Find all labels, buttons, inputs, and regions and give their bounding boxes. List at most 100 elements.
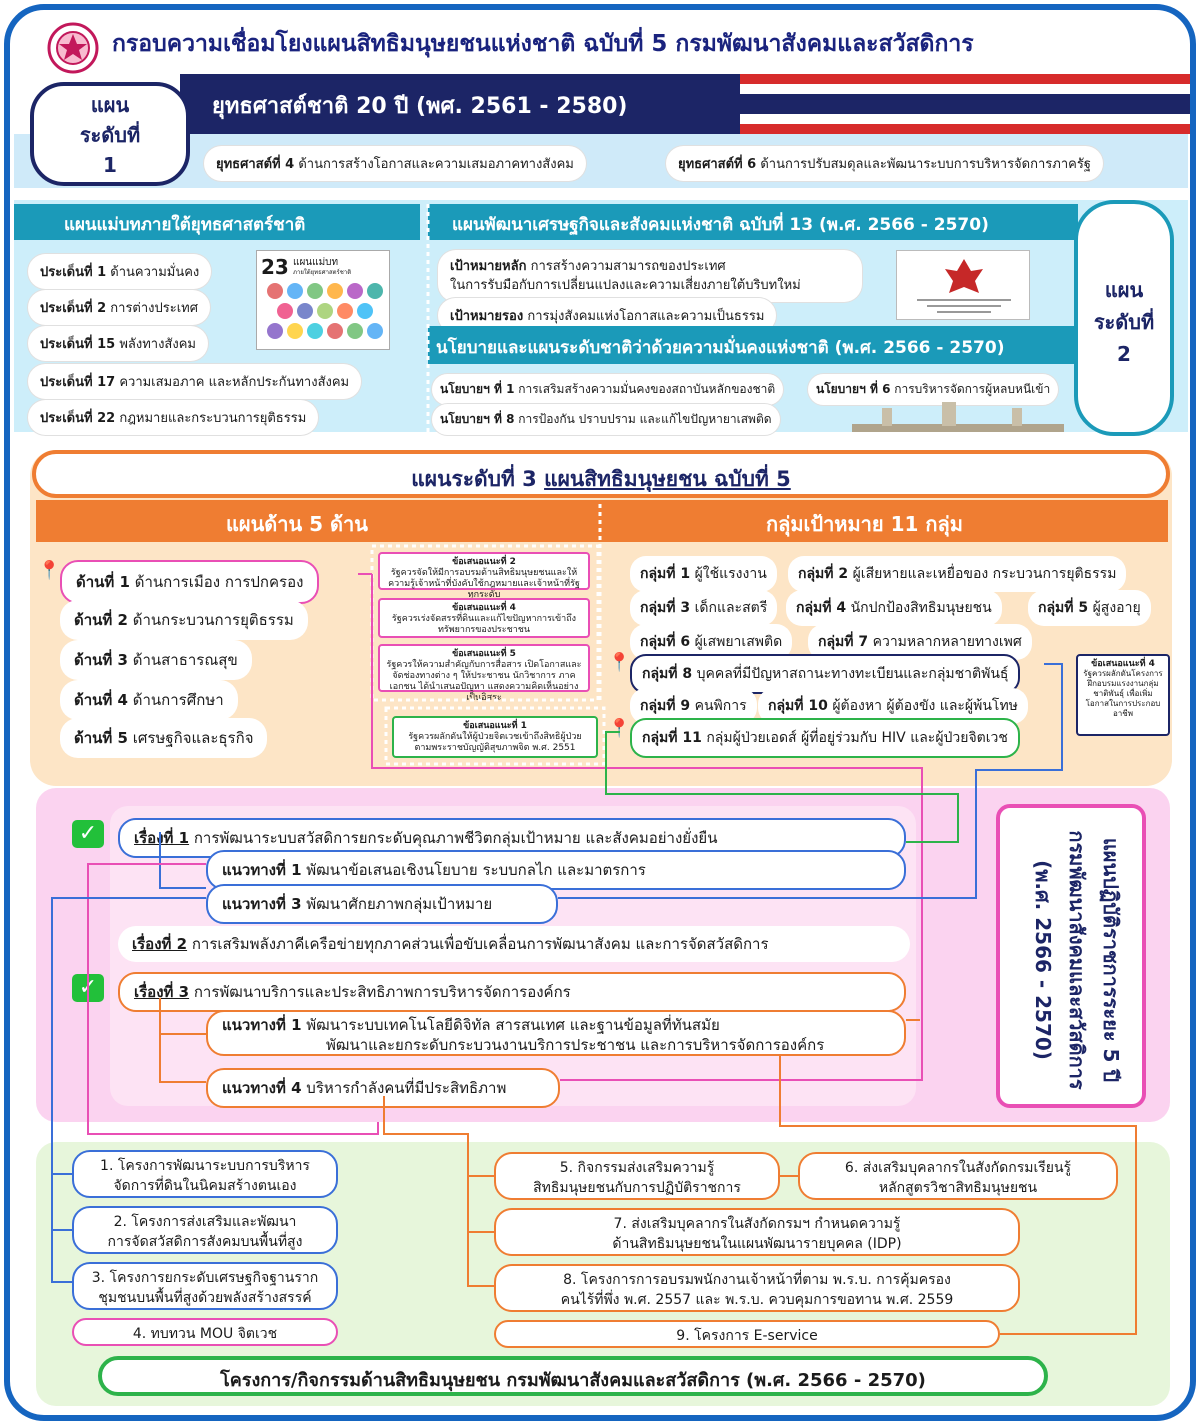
way-3: แนวทางที่ 3 พัฒนาศักยภาพกลุ่มเป้าหมาย	[206, 884, 558, 924]
strategy-4-label: ยุทธศาสต์ที่ 4	[216, 157, 295, 172]
group-6-text: ผู้เสพยาเสพติด	[690, 634, 783, 650]
topic-2: เรื่องที่ 2 การเสริมพลังภาคีเครือข่ายทุก…	[118, 926, 910, 962]
garuda-emblem-icon	[917, 259, 1011, 313]
issue-22-text: กฎหมายและกระบวนการยุติธรรม	[115, 411, 307, 426]
issue-15-pill: ประเด็นที่ 15 พลังทางสังคม	[28, 326, 208, 361]
issue-2-label: ประเด็นที่ 2	[40, 301, 107, 316]
strategy-band	[180, 74, 740, 134]
project-4-line1: 4. ทบทวน MOU จิตเวช	[132, 1326, 278, 1342]
side-5-pill: ด้านที่ 5 เศรษฐกิจและธุรกิจ	[60, 718, 268, 758]
rec-1-title: ข้อเสนอแนะที่ 1	[463, 721, 527, 731]
level3-header-plan: แผนสิทธิมนุษยชน ฉบับที่ 5	[544, 467, 791, 491]
topic-2-text: การเสริมพลังภาคีเครือข่ายทุกภาคส่วนเพื่อ…	[187, 935, 769, 953]
way-3-label: แนวทางที่ 3	[222, 895, 302, 913]
group-11-text: กลุ่มผู้ป่วยเอดส์ ผู้ที่อยู่ร่วมกับ HIV …	[701, 730, 1008, 746]
goal-sub-label: เป้าหมายรอง	[450, 309, 524, 324]
project-8-line2: คนไร้ที่พึ่ง พ.ศ. 2557 และ พ.ร.บ. ควบคุม…	[560, 1292, 954, 1308]
project-6-line1: 6. ส่งเสริมบุคลากรในสังกัดกรมเรียนรู้	[844, 1160, 1072, 1176]
way-1b-label: แนวทางที่ 1	[222, 1016, 302, 1034]
strategy-4-text: ด้านการสร้างโอกาสและความเสมอภาคทางสังคม	[294, 157, 574, 172]
group-7-label: กลุ่มที่ 7	[818, 634, 869, 650]
check-topic1-icon: ✓	[72, 820, 104, 848]
policy-8-label: นโยบายฯ ที่ 8	[440, 412, 515, 426]
master-plan-23-image: 23 แผนแม่บท ภายใต้ยุทธศาสตร์ชาติ	[256, 250, 390, 350]
group-4-text: นักปกป้องสิทธิมนุษยชน	[846, 600, 992, 616]
group-1-label: กลุ่มที่ 1	[640, 566, 691, 582]
project-3-line2: ชุมชนบนพื้นที่สูงด้วยพลังสร้างสรรค์	[98, 1290, 312, 1306]
way-1-label: แนวทางที่ 1	[222, 861, 302, 879]
issue-15-text: พลังทางสังคม	[115, 337, 196, 352]
check-topic3-icon: ✓	[72, 974, 104, 1002]
strategy-6-pill: ยุทธศาสต์ที่ 6 ด้านการปรับสมดุลและพัฒนาร…	[666, 146, 1103, 181]
side-3-text: ด้านสาธารณสุข	[127, 651, 238, 669]
project-1-line1: 1. โครงการพัฒนาระบบการบริหาร	[100, 1158, 310, 1174]
level3-subheader-bar: แผนด้าน 5 ด้าน กลุ่มเป้าหมาย 11 กลุ่ม	[36, 500, 1168, 542]
policy-1-label: นโยบายฯ ที่ 1	[440, 382, 515, 396]
level2-line2: ระดับที่	[1093, 310, 1155, 334]
goal-main-text2: ในการรับมือกับการเปลี่ยนแปลงและความเสี่ย…	[450, 278, 801, 293]
issue-1-label: ประเด็นที่ 1	[40, 265, 107, 280]
rec-4-title: ข้อเสนอแนะที่ 4	[452, 603, 516, 613]
side-2-pill: ด้านที่ 2 ด้านกระบวนการยุติธรรม	[60, 600, 308, 640]
side-5-text: เศรษฐกิจและธุรกิจ	[127, 729, 254, 747]
rec-1-text: รัฐควรผลักดันให้ผู้ป่วยจิตเวชเข้าถึงสิทธ…	[408, 732, 582, 753]
rec-right-text: รัฐควรผลักดันโครงการฝึกอบรมแรงงานกลุ่มชา…	[1083, 669, 1163, 718]
way-1b-text2: พัฒนาและยกระดับกระบวนงานบริการประชาชน แล…	[326, 1036, 825, 1054]
strategy-6-text: ด้านการปรับสมดุลและพัฒนาระบบการบริหารจัด…	[756, 157, 1091, 172]
group-6-label: กลุ่มที่ 6	[640, 634, 691, 650]
master-plan-header: แผนแม่บทภายใต้ยุทธศาสตร์ชาติ	[14, 204, 420, 240]
way-4: แนวทางที่ 4 บริหารกำลังคนที่มีประสิทธิภา…	[206, 1068, 560, 1108]
topic-2-label: เรื่องที่ 2	[132, 935, 188, 953]
project-4: 4. ทบทวน MOU จิตเวช	[72, 1318, 338, 1346]
project-5: 5. กิจกรรมส่งเสริมความรู้สิทธิมนุษยชนกับ…	[494, 1152, 780, 1200]
strategy-4-pill: ยุทธศาสต์ที่ 4 ด้านการสร้างโอกาสและความเ…	[204, 146, 586, 181]
issue-2-text: การต่างประเทศ	[106, 301, 198, 316]
level2-line1: แผน	[1104, 278, 1144, 302]
level1-line3: 1	[103, 153, 117, 177]
issue-22-label: ประเด็นที่ 22	[40, 411, 116, 426]
topic-3-text: การพัฒนาบริการและประสิทธิภาพการบริหารจัด…	[189, 983, 571, 1001]
policy-6-text: การบริหารจัดการผู้หลบหนีเข้า	[890, 382, 1051, 396]
outer-frame	[4, 4, 1196, 1421]
issue-1-pill: ประเด็นที่ 1 ด้านความมั่นคง	[28, 254, 212, 289]
issue-2-pill: ประเด็นที่ 2 การต่างประเทศ	[28, 290, 210, 325]
group-2-pill: กลุ่มที่ 2 ผู้เสียหายและเหยื่อของ กระบวน…	[788, 556, 1127, 592]
master-plan-23-caption: แผนแม่บท	[293, 257, 339, 268]
group-1-text: ผู้ใช้แรงงาน	[690, 566, 767, 582]
master-plan-hexagons-icon	[267, 283, 383, 339]
group-4-label: กลุ่มที่ 4	[796, 600, 847, 616]
policy-8-text: การป้องกัน ปราบปราม และแก้ไขปัญหายาเสพติ…	[514, 412, 772, 426]
group-4-pill: กลุ่มที่ 4 นักปกป้องสิทธิมนุษยชน	[786, 590, 1002, 626]
project-3-line1: 3. โครงการยกระดับเศรษฐกิจฐานราก	[91, 1270, 319, 1286]
project-6: 6. ส่งเสริมบุคลากรในสังกัดกรมเรียนรู้หลั…	[798, 1152, 1118, 1200]
side-5-label: ด้านที่ 5	[74, 729, 128, 747]
rec-2-title: ข้อเสนอแนะที่ 2	[452, 557, 516, 567]
project-3: 3. โครงการยกระดับเศรษฐกิจฐานรากชุมชนบนพื…	[72, 1262, 338, 1310]
five-sides-header: แผนด้าน 5 ด้าน	[226, 512, 368, 536]
group-1-pill: กลุ่มที่ 1 ผู้ใช้แรงงาน	[630, 556, 777, 592]
group-7-text: ความหลากหลายทางเพศ	[868, 634, 1022, 650]
way-3-text: พัฒนาศักยภาพกลุ่มเป้าหมาย	[301, 895, 493, 913]
level2-line3: 2	[1117, 342, 1131, 366]
side-3-pill: ด้านที่ 3 ด้านสาธารณสุข	[60, 640, 252, 680]
project-5-line2: สิทธิมนุษยชนกับการปฏิบัติราชการ	[533, 1180, 741, 1196]
strategy-20-year: ยุทธศาสต์ชาติ 20 ปี (พศ. 2561 - 2580)	[212, 94, 628, 119]
group-5-pill: กลุ่มที่ 5 ผู้สูงอายุ	[1028, 590, 1151, 626]
project-1-line2: จัดการที่ดินในนิคมสร้างตนเอง	[113, 1178, 297, 1194]
security-policy-header: นโยบายและแผนระดับชาติว่าด้วยความมั่นคงแห…	[428, 326, 1078, 364]
project-7-line2: ด้านสิทธิมนุษยชนในแผนพัฒนารายบุคคล (IDP)	[612, 1236, 902, 1252]
level3-header-prefix: แผนระดับที่ 3	[411, 467, 545, 491]
group-8-label: กลุ่มที่ 8	[642, 666, 693, 682]
issue-17-text: ความเสมอภาค และหลักประกันทางสังคม	[115, 375, 350, 390]
group-3-pill: กลุ่มที่ 3 เด็กและสตรี	[630, 590, 778, 626]
group-2-text: ผู้เสียหายและเหยื่อของ กระบวนการยุติธรรม	[848, 566, 1117, 582]
side-4-pill: ด้านที่ 4 ด้านการศึกษา	[60, 680, 238, 720]
project-2-line1: 2. โครงการส่งเสริมและพัฒนา	[113, 1214, 297, 1230]
topic-3-label: เรื่องที่ 3	[134, 983, 190, 1001]
nesdp-header: แผนพัฒนาเศรษฐกิจและสังคมแห่งชาติ ฉบับที่…	[428, 204, 1078, 240]
rec-4-text: รัฐควรเร่งจัดสรรที่ดินและแก้ไขปัญหาการเข…	[391, 614, 577, 635]
